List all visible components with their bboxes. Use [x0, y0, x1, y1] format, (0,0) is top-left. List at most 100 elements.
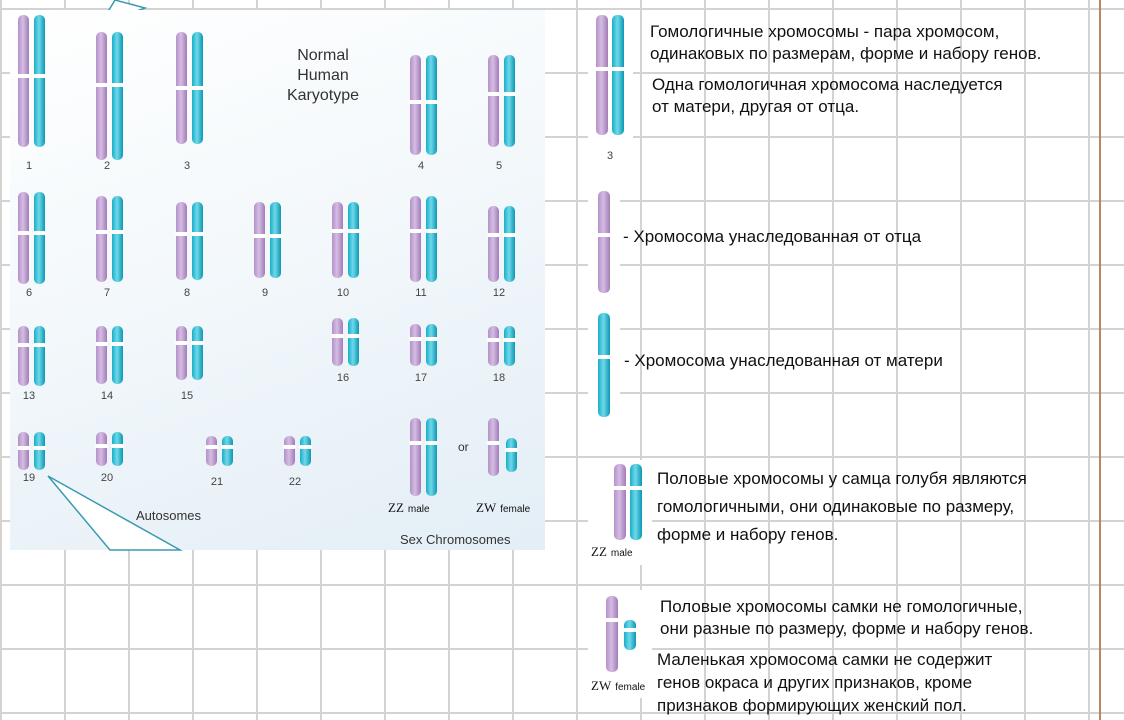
maternal-chromosome: [33, 326, 46, 386]
paternal-chromosome: [95, 196, 108, 282]
maternal-chromosome: [503, 326, 516, 366]
pair-number: 7: [103, 287, 111, 299]
homologous-definition: Гомологичные хромосомы - пара хромосом, …: [650, 21, 1041, 65]
zw-text: ZW: [476, 500, 497, 515]
maternal-chromosome: [425, 196, 438, 282]
text-line: признаков формирующих женский пол.: [657, 696, 967, 715]
pair-number: 5: [495, 160, 503, 172]
sex-chromosome-paternal: [487, 418, 500, 476]
text-line: гомологичными, они одинаковые по размеру…: [657, 497, 1015, 516]
sample-number: 3: [606, 150, 614, 162]
paternal-chromosome: [487, 206, 500, 282]
pair-number: 1: [25, 160, 33, 172]
maternal-chromosome: [111, 432, 124, 466]
zw-sub: female: [500, 504, 531, 515]
pair-number: 20: [100, 472, 114, 484]
pair-number: 10: [336, 287, 350, 299]
pair-number: 15: [180, 390, 194, 402]
zw-text: ZW: [591, 678, 612, 693]
maternal-legend: - Хромосома унаследованная от матери: [624, 351, 943, 370]
female-note-2: Маленькая хромосома самки не содержит ге…: [657, 648, 992, 717]
pair-number: 22: [288, 476, 302, 488]
paternal-chromosome: [331, 318, 344, 366]
maternal-chromosome: [425, 324, 438, 366]
paternal-legend: - Хромосома унаследованная от отца: [623, 227, 922, 246]
text-line: Половые хромосомы самки не гомологичные,: [660, 597, 1023, 616]
paternal-chromosome: [409, 196, 422, 282]
text-line: форме и набору генов.: [657, 525, 839, 544]
pair-number: 13: [22, 390, 36, 402]
zz-sub: male: [407, 504, 430, 515]
paternal-chromosome: [487, 55, 500, 147]
maternal-chromosome: [299, 436, 312, 466]
title-line: Karyotype: [286, 87, 360, 104]
maternal-chromosome: [33, 432, 46, 470]
maternal-chromosome: [33, 192, 46, 284]
paternal-chromosome: [17, 15, 30, 147]
female-note: Половые хромосомы самки не гомологичные,…: [660, 596, 1033, 640]
pair-number: 18: [492, 372, 506, 384]
pair-number: 4: [417, 160, 425, 172]
maternal-chromosome: [111, 326, 124, 384]
paternal-chromosome: [409, 324, 422, 366]
maternal-chromosome: [425, 55, 438, 155]
paternal-chromosome: [17, 326, 30, 386]
maternal-chromosome: [191, 202, 204, 280]
inheritance-note: Одна гомологичная хромосома наследуется …: [652, 74, 1003, 118]
maternal-chromosome: [111, 196, 124, 282]
maternal-chromosome: [191, 326, 204, 380]
male-note: Половые хромосомы у самца голубя являютс…: [657, 465, 1027, 549]
text-line: генов окраса и других признаков, кроме: [657, 673, 973, 692]
pair-number: 6: [25, 287, 33, 299]
pair-number: 2: [103, 160, 111, 172]
paternal-sample-image: [588, 186, 620, 298]
text-line: от матери, другая от отца.: [652, 97, 860, 116]
maternal-chromosome: [191, 32, 204, 144]
text-line: одинаковых по размерам, форме и набору г…: [650, 44, 1042, 63]
text-line: Одна гомологичная хромосома наследуется: [652, 75, 1003, 94]
paternal-chromosome: [409, 55, 422, 155]
maternal-chromosome: [347, 202, 360, 278]
pair-number: 14: [100, 390, 114, 402]
pointer-triangle-bottom: [47, 475, 183, 551]
pair-number: 21: [210, 476, 224, 488]
maternal-chromosome: [347, 318, 360, 366]
paternal-chromosome: [175, 326, 188, 380]
zz-text: ZZ: [388, 500, 404, 515]
sex-chromosomes-label: Sex Chromosomes: [400, 532, 511, 547]
pair-number: 3: [183, 160, 191, 172]
title-line: Human: [297, 67, 349, 84]
pair-number: 8: [183, 287, 191, 299]
karyotype-title: Normal Human Karyotype: [268, 46, 378, 106]
zz-text: ZZ: [591, 544, 607, 559]
or-label: or: [458, 440, 469, 454]
paternal-chromosome: [95, 326, 108, 384]
paternal-chromosome: [175, 32, 188, 144]
text-line: Гомологичные хромосомы - пара хромосом,: [650, 22, 1000, 41]
autosomes-label: Autosomes: [136, 508, 202, 523]
maternal-chromosome: [503, 55, 516, 147]
paternal-chromosome: [95, 32, 108, 160]
pair-number: 17: [414, 372, 428, 384]
notebook-margin-line: [1099, 0, 1101, 720]
text-line: Маленькая хромосома самки не содержит: [657, 650, 993, 669]
maternal-chromosome: [221, 436, 234, 466]
maternal-chromosome: [269, 202, 282, 278]
paternal-chromosome: [487, 326, 500, 366]
paternal-chromosome: [175, 202, 188, 280]
zz-sub: male: [610, 548, 633, 559]
maternal-chromosome: [33, 15, 46, 147]
maternal-chromosome: [111, 32, 124, 160]
paternal-chromosome: [205, 436, 218, 466]
zw-sub: female: [615, 682, 646, 693]
paternal-chromosome: [253, 202, 266, 278]
maternal-sample-image: [588, 309, 620, 421]
text-line: Половые хромосомы у самца голубя являютс…: [657, 469, 1027, 488]
pair-number: 16: [336, 372, 350, 384]
